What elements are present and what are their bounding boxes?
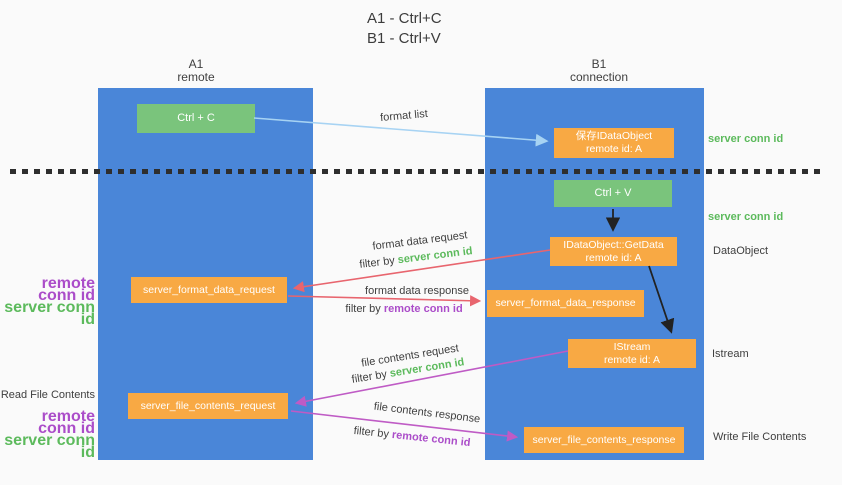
istream-line2: remote id: A: [603, 353, 661, 366]
lane-b1-name: B1: [591, 57, 607, 71]
format-list-label: format list: [379, 107, 429, 125]
format-data-response-label: format data response: [365, 285, 469, 297]
filter-by-text: filter by: [350, 368, 388, 386]
format-request-label: server_format_data_request: [143, 283, 275, 296]
lane-b1-header: B1 connection: [544, 58, 654, 84]
ctrl-c-label: Ctrl + C: [177, 112, 215, 124]
remote-conn-id-annotation: remote conn id: [38, 275, 95, 304]
file-request-box: server_file_contents_request: [128, 393, 288, 419]
ctrl-v-label: Ctrl + V: [594, 187, 632, 199]
file-response-box: server_file_contents_response: [524, 427, 684, 453]
format-response-box: server_format_data_response: [487, 290, 644, 317]
remote-conn-id-text: remote conn id: [383, 303, 463, 315]
lane-a1-name: A1: [188, 57, 204, 71]
title-line-1: A1 - Ctrl+C: [367, 10, 442, 27]
server-conn-id-annotation-top: server conn id: [708, 133, 784, 145]
file-response-filter-label: filter by remote conn id: [353, 425, 471, 449]
ctrl-v-box: Ctrl + V: [554, 180, 672, 207]
filter-by-text: filter by: [353, 424, 390, 441]
left-conn-id-block-top: remote conn id server conn id: [0, 275, 95, 328]
separator-dotted-line: [10, 169, 824, 174]
server-conn-id-annotation: server conn id: [4, 299, 95, 328]
dataobject-annotation: DataObject: [713, 245, 769, 257]
getdata-box: IDataObject::GetData remote id: A: [550, 237, 677, 266]
read-file-contents-annotation: Read File Contents: [0, 389, 95, 401]
server-conn-id-annotation-mid: server conn id: [708, 211, 784, 223]
file-contents-response-label: file contents response: [373, 400, 481, 426]
save-dataobject-line2: remote id: A: [585, 143, 643, 155]
file-response-label: server_file_contents_response: [532, 433, 676, 446]
filter-by-text: filter by: [345, 303, 381, 315]
lane-a1-header: A1 remote: [141, 58, 251, 84]
istream-annotation: Istream: [712, 348, 749, 360]
left-conn-id-block-bottom: remote conn id server conn id: [0, 408, 95, 461]
istream-line1: IStream: [613, 340, 651, 353]
lane-a1-subtitle: remote: [177, 70, 215, 84]
format-response-filter-label: filter by remote conn id: [345, 303, 462, 315]
format-response-label: server_format_data_response: [495, 297, 636, 309]
remote-conn-id-annotation: remote conn id: [38, 408, 95, 437]
getdata-line1: IDataObject::GetData: [563, 238, 664, 251]
server-conn-id-annotation: server conn id: [4, 432, 95, 461]
page-title: A1 - Ctrl+C B1 - Ctrl+V: [367, 9, 442, 49]
getdata-line2: remote id: A: [585, 251, 642, 264]
remote-conn-id-text: remote conn id: [391, 428, 471, 450]
lane-b1-subtitle: connection: [569, 70, 629, 84]
save-dataobject-box: 保存IDataObject remote id: A: [554, 128, 674, 158]
save-dataobject-line1: 保存IDataObject: [575, 130, 653, 142]
write-file-contents-annotation: Write File Contents: [713, 431, 807, 443]
format-request-box: server_format_data_request: [131, 277, 287, 303]
filter-by-text: filter by: [358, 254, 396, 271]
ctrl-c-box: Ctrl + C: [137, 104, 255, 133]
file-request-label: server_file_contents_request: [140, 399, 276, 412]
istream-box: IStream remote id: A: [568, 339, 696, 368]
title-line-2: B1 - Ctrl+V: [367, 30, 441, 47]
